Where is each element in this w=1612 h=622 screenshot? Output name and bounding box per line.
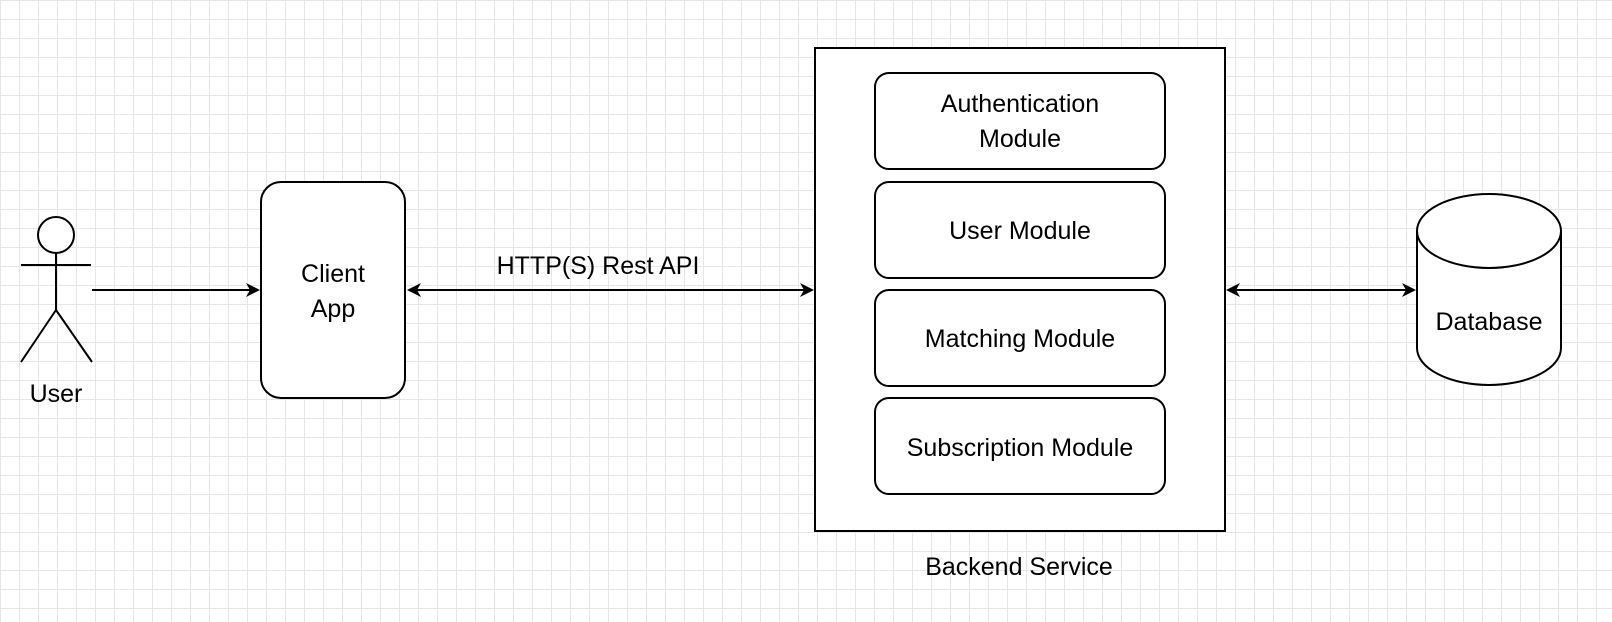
client-app-label-line2: App	[311, 295, 355, 323]
database-label: Database	[1435, 308, 1542, 336]
matching-module[interactable]: Matching Module	[874, 289, 1166, 387]
database-node[interactable]: Database	[1416, 193, 1562, 386]
backend-service-node[interactable]: Backend Service Authentication Module Us…	[814, 47, 1226, 581]
subscription-module-label: Subscription Module	[907, 434, 1134, 462]
subscription-module[interactable]: Subscription Module	[874, 397, 1166, 495]
user-actor[interactable]: User	[20, 216, 93, 408]
user-module-label: User Module	[949, 217, 1091, 245]
authentication-module[interactable]: Authentication Module	[874, 72, 1166, 170]
client-app-label-line1: Client	[301, 260, 365, 288]
user-label: User	[30, 380, 83, 408]
matching-module-label: Matching Module	[925, 325, 1115, 353]
stick-figure-icon	[20, 216, 93, 363]
user-module[interactable]: User Module	[874, 181, 1166, 279]
client-app-node[interactable]: Client App	[260, 181, 406, 399]
backend-service-label: Backend Service	[925, 553, 1113, 581]
authentication-module-label-line1: Authentication	[941, 90, 1099, 118]
api-edge-label: HTTP(S) Rest API	[497, 252, 700, 280]
authentication-module-label-line2: Module	[979, 125, 1061, 153]
database-cylinder-icon	[1416, 193, 1562, 386]
